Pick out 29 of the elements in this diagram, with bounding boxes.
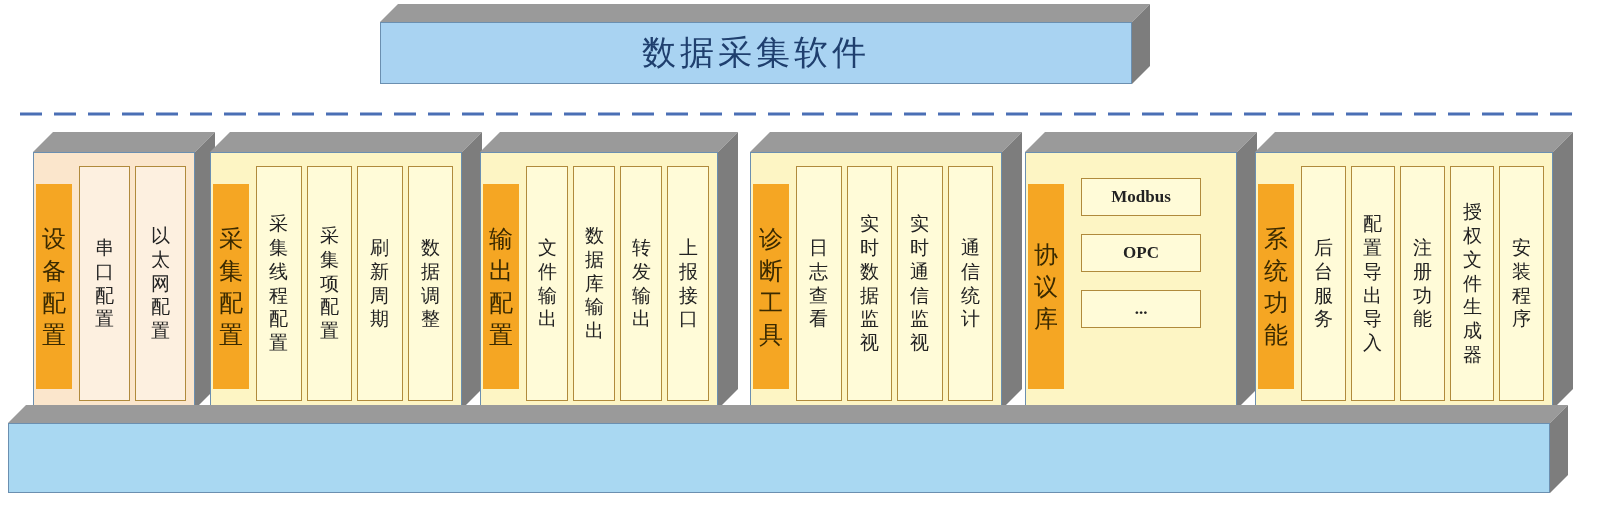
module-heading: 采集配置 <box>218 223 244 351</box>
function-column: 采集项配置 <box>306 166 352 401</box>
function-column: 数据调整 <box>407 166 453 401</box>
protocol-box: ... <box>1081 290 1201 328</box>
function-column: 实时通信监视 <box>897 166 943 401</box>
function-column: 实时数据监视 <box>846 166 892 401</box>
function-column: 采集线程配置 <box>256 166 302 401</box>
protocol-box: OPC <box>1081 234 1201 272</box>
module-heading: 输出配置 <box>488 223 514 351</box>
module-heading: 诊断工具 <box>758 223 784 351</box>
module-heading: 协议库 <box>1033 239 1059 335</box>
function-column: 通信统计 <box>947 166 993 401</box>
function-column: 日志查看 <box>796 166 842 401</box>
function-column: 配置导出导入 <box>1350 166 1396 401</box>
platform-bar <box>8 405 1568 493</box>
function-column: 刷新周期 <box>357 166 403 401</box>
function-column: 后台服务 <box>1301 166 1346 401</box>
module-heading: 系统功能 <box>1263 223 1289 351</box>
protocol-box: Modbus <box>1081 178 1201 216</box>
module-heading: 设备配置 <box>41 223 67 351</box>
function-column: 注册功能 <box>1400 166 1445 401</box>
function-column: 安装程序 <box>1499 166 1544 401</box>
function-column: 以太网配置 <box>135 166 186 401</box>
function-column: 数据库输出 <box>573 166 615 401</box>
function-column: 文件输出 <box>526 166 568 401</box>
function-column: 上报接口 <box>667 166 709 401</box>
function-column: 串口配置 <box>79 166 130 401</box>
function-column: 授权文件生成器 <box>1449 166 1495 401</box>
function-column: 转发输出 <box>620 166 662 401</box>
